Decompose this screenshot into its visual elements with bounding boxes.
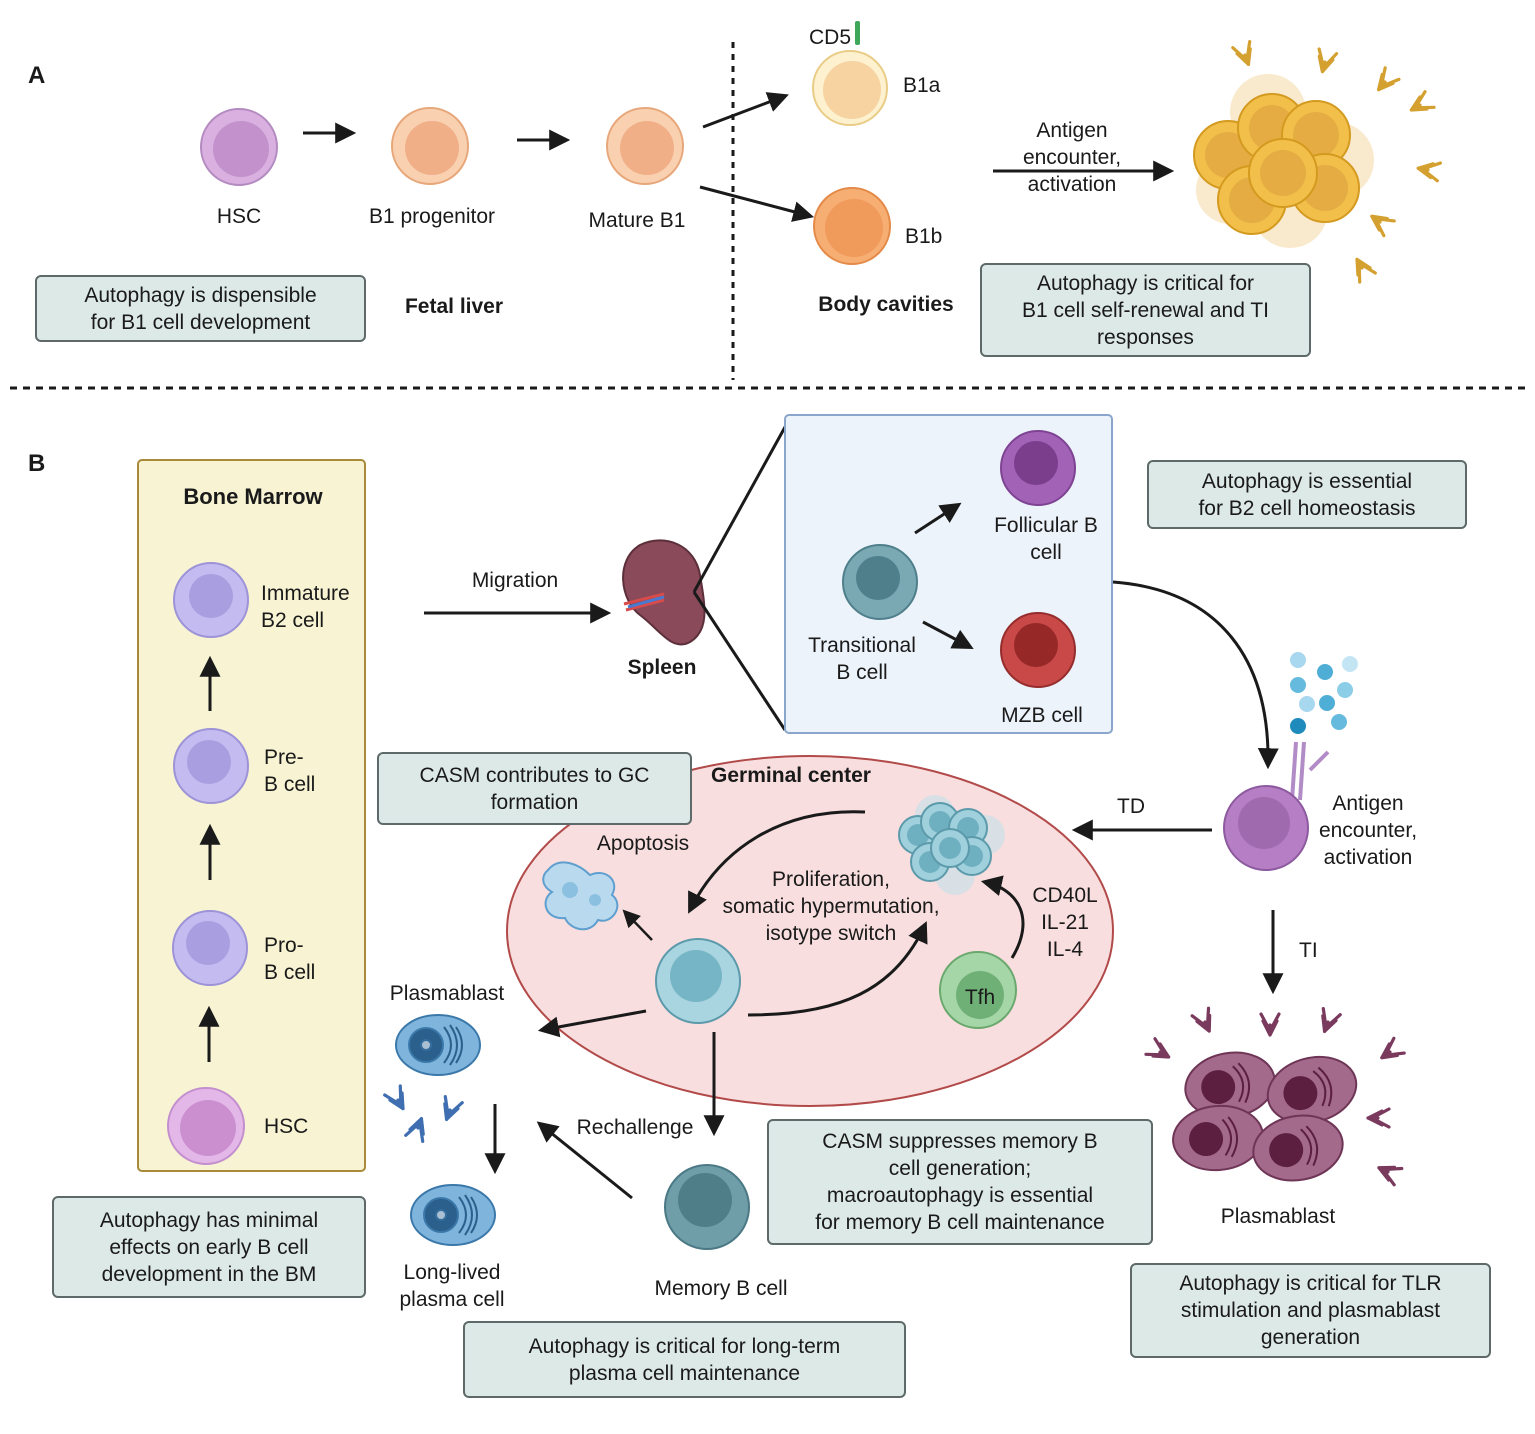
tfh-label: Tfh [964,986,996,1009]
plasmablast-right-label: Plasmablast [1220,1205,1336,1228]
arrow-to-plasmablast [537,1009,647,1038]
arrow-tfh-signals [980,875,1025,959]
arrow-spleen-to-antigen [1112,580,1279,770]
pre-b-label: Pre- B cell [264,746,316,796]
arrow-gc-to-apoptosis-curve [688,810,866,914]
note-casm-memory: CASM suppresses memory B cell generation… [767,1119,1153,1245]
arrow-rechallenge [536,1121,633,1200]
hsc-b-label: HSC [264,1115,309,1138]
cytokines-label: CD40L IL-21 IL-4 [1032,884,1098,961]
pre-b-cell [173,728,249,804]
ti-label: TI [1299,939,1318,962]
mature-b1-cell [606,107,684,185]
fetal-liver-label: Fetal liver [404,295,504,318]
arrow-to-mzb [922,620,974,649]
note-tlr: Autophagy is critical for TLR stimulatio… [1130,1263,1491,1358]
note-dispensible: Autophagy is dispensible for B1 cell dev… [35,275,366,342]
mzb-cell [1000,612,1076,688]
pro-b-label: Pro- B cell [264,934,316,984]
b1-progenitor-label: B1 progenitor [368,205,496,228]
note-b2-homeostasis: Autophagy is essential for B2 cell homeo… [1147,460,1467,529]
tfh-cell [939,951,1017,1029]
antigen-activation-a-label: Antigen encounter, activation [1022,119,1122,196]
arrow-to-apoptosis [622,909,653,941]
mzb-label: MZB cell [1001,704,1083,727]
antigen-activation-b-label: Antigen encounter, activation [1318,792,1418,869]
germinal-center-label: Germinal center [711,764,871,787]
migration-label: Migration [471,569,559,592]
activated-b2-cell [1223,741,1330,871]
hsc-b-cell [167,1087,245,1165]
spleen-label: Spleen [627,656,697,679]
proliferation-label: Proliferation, somatic hypermutation, is… [722,868,940,945]
memory-b-cell [664,1164,750,1250]
zoom-line-bottom [692,591,787,731]
note-critical-b1: Autophagy is critical for B1 cell self-r… [980,263,1311,357]
plasmablast-left-antibodies [383,1084,464,1144]
mature-b1-label: Mature B1 [588,209,686,232]
arrow-to-b1b [699,185,815,222]
panel-a-label: A [28,62,46,89]
zoom-line-top [692,417,792,593]
transitional-b-label: Transitional B cell [808,634,916,684]
apoptosis-label: Apoptosis [596,832,690,855]
hsc-a-cell [200,108,278,186]
gc-b-cell [655,938,741,1024]
plasmablast-right-cluster [1172,1051,1358,1182]
long-lived-label: Long-lived plasma cell [399,1261,505,1311]
b1b-label: B1b [905,225,943,248]
plasmablast-left-label: Plasmablast [389,982,505,1005]
arrow-to-b1a [702,92,789,129]
follicular-b-cell [1000,430,1076,506]
b1-progenitor-cell [391,107,469,185]
spleen-icon [622,539,706,646]
proliferating-cluster [898,795,1005,895]
bone-marrow-title: Bone Marrow [183,484,323,509]
rechallenge-label: Rechallenge [576,1116,694,1139]
note-casm-gc: CASM contributes to GC formation [377,752,692,825]
bone-marrow-box [137,459,366,1172]
cd5-label: CD5 [809,26,852,49]
panel-b-label: B [28,450,46,477]
b1b-cell [813,187,891,265]
apoptotic-cell-icon [542,861,619,931]
immature-b2-label: Immature B2 cell [261,582,350,632]
memory-b-label: Memory B cell [654,1277,788,1300]
arrow-to-follicular [914,502,962,535]
b1a-cell [812,21,888,126]
arrow-to-proliferation [747,921,928,1017]
plasmablast-left-cell [395,1014,481,1076]
note-plasma: Autophagy is critical for long-term plas… [463,1321,906,1398]
follicular-b-label: Follicular B cell [994,514,1098,564]
b1-proliferation-cluster [1193,74,1374,248]
antigen-particles [1290,652,1358,734]
transitional-b-cell [842,544,918,620]
pro-b-cell [172,910,248,986]
hsc-a-label: HSC [216,205,262,228]
td-label: TD [1117,795,1145,818]
immature-b2-cell [173,562,249,638]
b1a-label: B1a [903,74,941,97]
body-cavities-label: Body cavities [818,293,954,316]
note-bm: Autophagy has minimal effects on early B… [52,1196,366,1298]
long-lived-plasma-cell [410,1184,496,1246]
